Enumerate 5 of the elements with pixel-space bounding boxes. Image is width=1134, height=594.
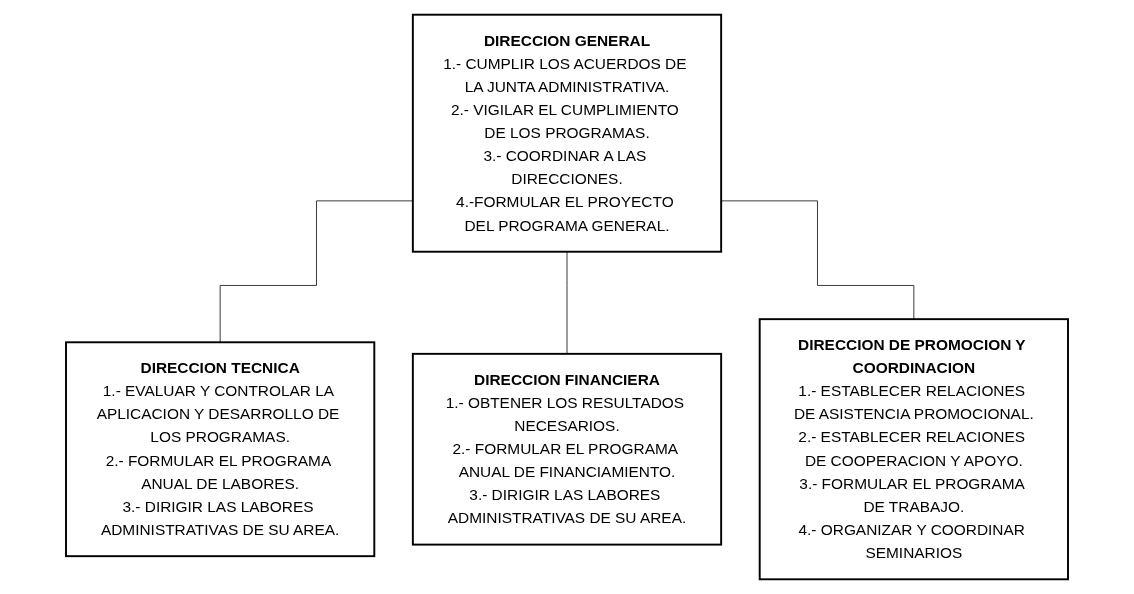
node-box: DIRECCION DE PROMOCION Y COORDINACION 1.- ESTABLECER RELACIONES DE ASISTENCIA PROMOCIONAL. 2.- ESTABLECER RELACIONES DE COOPERACION Y APOYO. 3.- FORMULAR EL PROGRAMA DE TRABAJO. 4.- ORGANIZAR Y COORDINAR SEMINARIOS [758, 318, 1069, 581]
node-box: DIRECCION FINANCIERA 1.- OBTENER LOS RESULTADOS NECESARIOS. 2.- FORMULAR EL PROGRAMA ANUAL DE FINANCIAMIENTO. 3.- DIRIGIR LAS LABORES ADMINISTRATIVAS DE SU AREA. [411, 352, 723, 546]
node-box: DIRECCION GENERAL 1.- CUMPLIR LOS ACUERDOS DE LA JUNTA ADMINISTRATIVA. 2.- VIGILAR EL CUMPLIMIENTO DE LOS PROGRAMAS. 3.- COORDINAR A LAS DIRECCIONES. 4.-FORMULAR EL PROYECTO DEL PROGRAMA GENERAL. [411, 13, 723, 253]
node-box: DIRECCION TECNICA 1.- EVALUAR Y CONTROLAR LA APLICACION Y DESARROLLO DE LOS PROGRAMAS. 2.- FORMULAR EL PROGRAMA ANUAL DE LABORES. 3.- DIRIGIR LAS LABORES ADMINISTRATIVAS DE SU AREA. [65, 341, 376, 558]
connector [566, 251, 568, 355]
